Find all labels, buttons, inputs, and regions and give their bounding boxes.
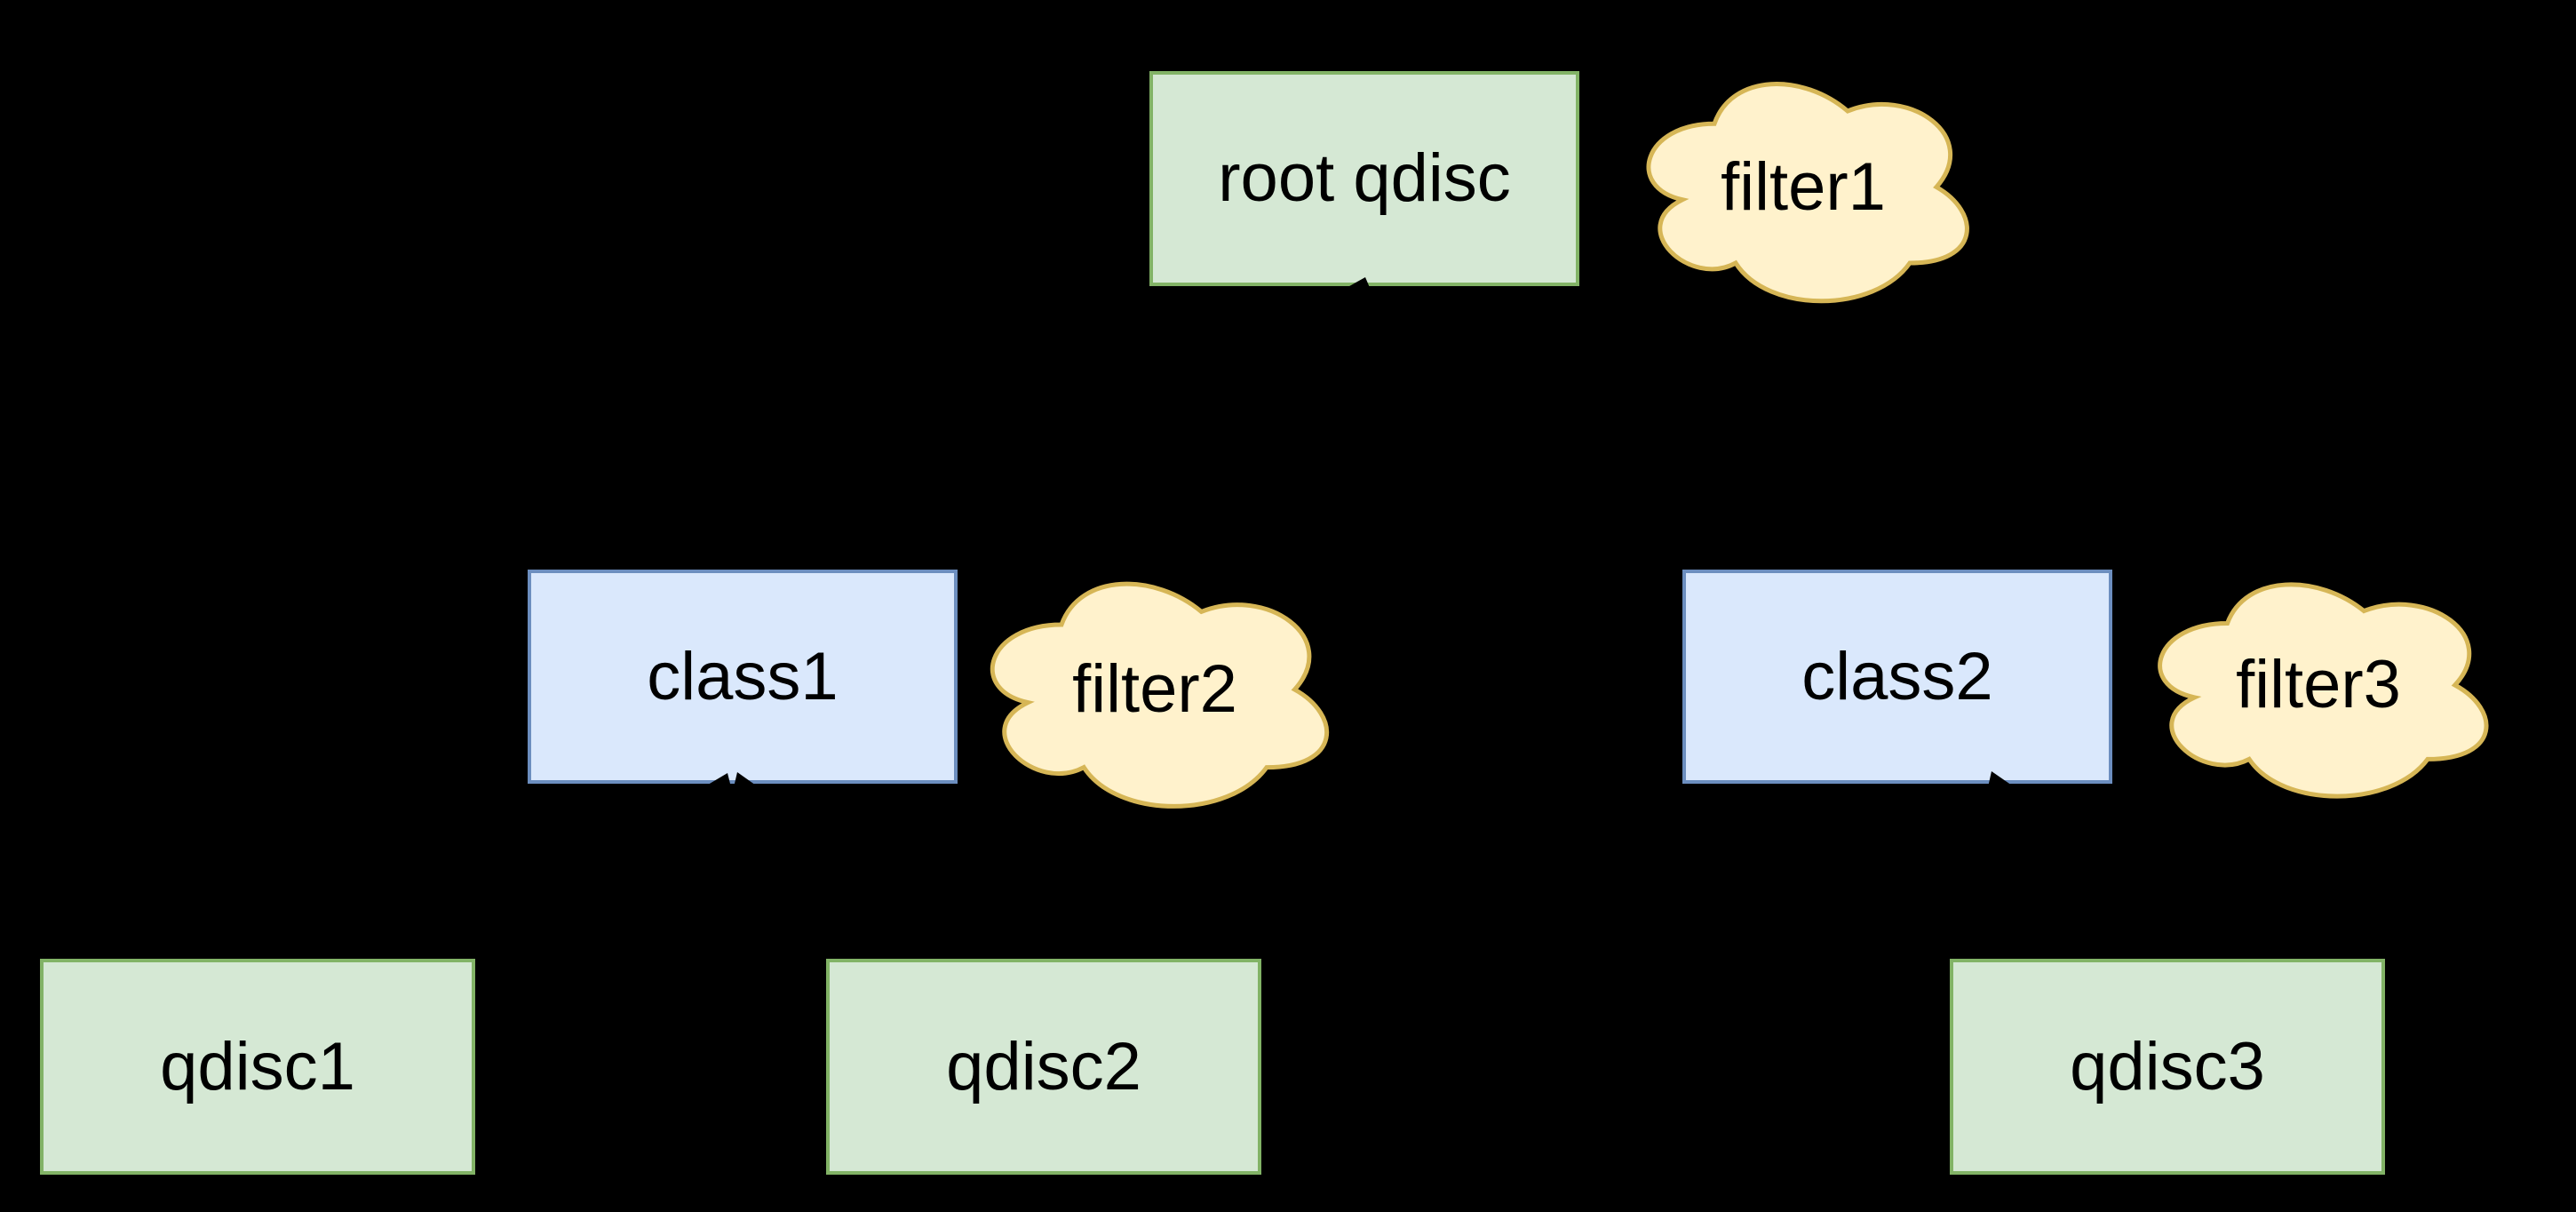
qdisc1-label: qdisc1 <box>160 1028 355 1104</box>
filter3-label: filter3 <box>2236 647 2401 723</box>
qdisc3-label: qdisc3 <box>2070 1028 2265 1104</box>
class1-label: class1 <box>647 638 839 714</box>
qdisc2-label: qdisc2 <box>946 1028 1141 1104</box>
filter1-label: filter1 <box>1721 148 1886 225</box>
filter3-cloud-icon <box>2158 582 2489 799</box>
node-class1: class1 <box>528 570 958 784</box>
root-qdisc-label: root qdisc <box>1218 140 1511 217</box>
filter2-cloud-icon <box>990 581 1329 809</box>
node-qdisc3: qdisc3 <box>1950 959 2385 1175</box>
node-filter3: filter3 <box>2136 562 2500 809</box>
node-root-qdisc: root qdisc <box>1149 71 1579 286</box>
node-qdisc2: qdisc2 <box>826 959 1261 1175</box>
node-filter1: filter1 <box>1626 60 1981 314</box>
filter2-label: filter2 <box>1072 651 1237 728</box>
node-class2: class2 <box>1682 570 2112 784</box>
class2-label: class2 <box>1801 638 1993 714</box>
node-qdisc1: qdisc1 <box>40 959 475 1175</box>
filter1-cloud-icon <box>1646 82 1969 304</box>
node-filter2: filter2 <box>968 560 1341 819</box>
